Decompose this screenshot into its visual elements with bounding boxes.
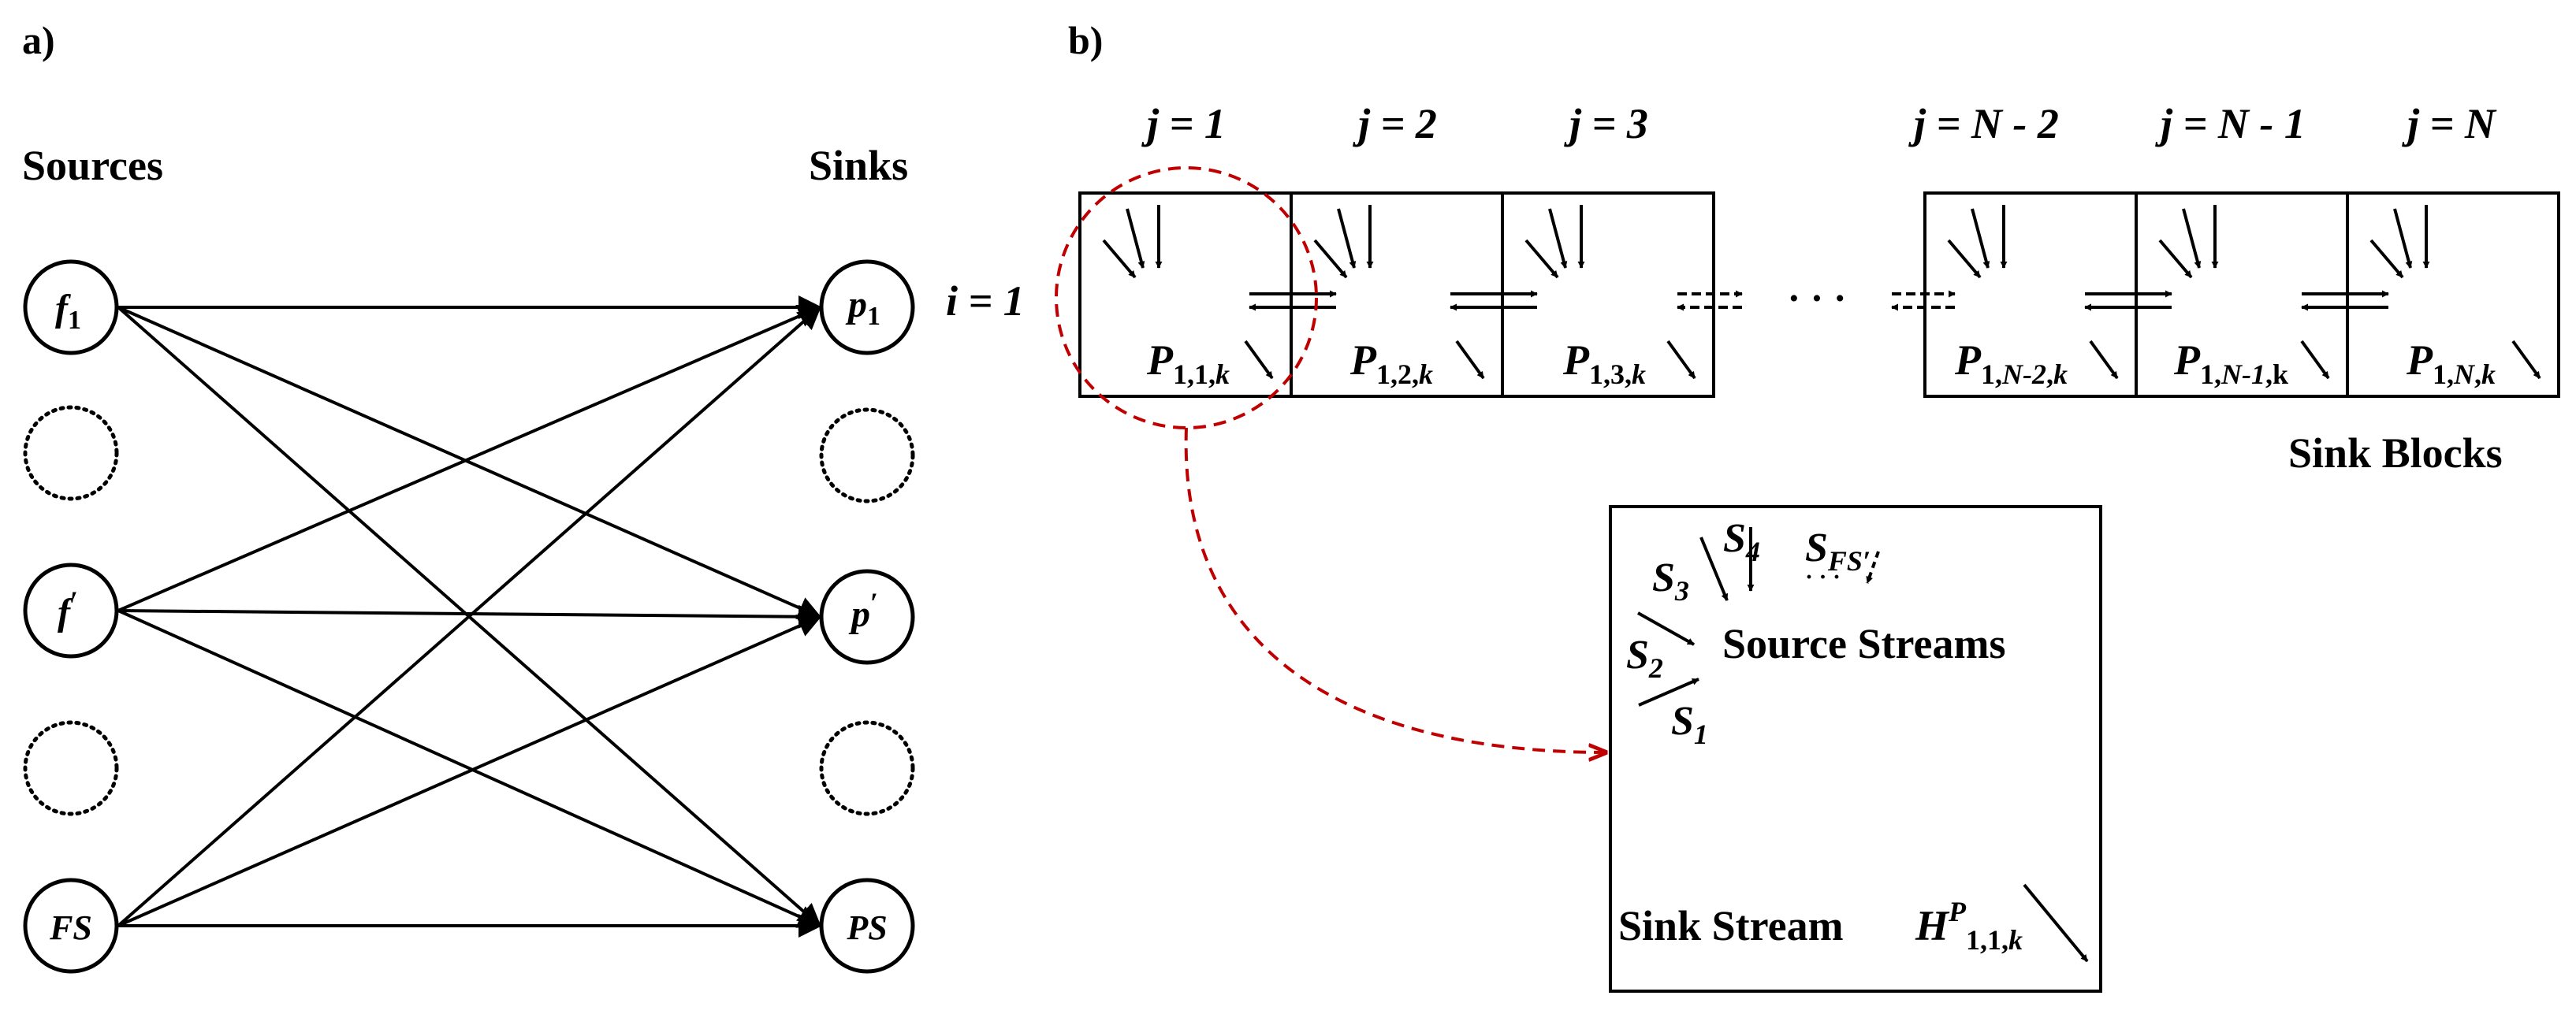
source-label-s4: S4 — [1723, 516, 1760, 567]
exchange-arrows — [1249, 290, 2389, 311]
edge-fprime-ps — [117, 609, 822, 928]
incoming-stream-arrow — [1313, 239, 1348, 279]
edge-fprime-p1 — [117, 304, 822, 612]
column-header: j = 3 — [1563, 100, 1648, 147]
svg-text:FS: FS — [49, 908, 92, 947]
source-node-fs: FS — [23, 878, 119, 974]
block-stream-arrows — [1102, 205, 2430, 279]
sink-node-pprime: p′ — [819, 569, 915, 665]
outgoing-sink-arrow — [2300, 340, 2330, 380]
sinks-heading: Sinks — [809, 142, 908, 189]
edge-f1-pprime — [117, 306, 822, 619]
bipartite-edges — [117, 295, 822, 938]
outgoing-sink-arrow — [1244, 340, 1274, 380]
block-p-label: P1,N,k — [2406, 336, 2496, 390]
block-p-labels: P1,1,k P1,2,k P1,3,k P1,N-2,k P1,N-1,k P… — [1146, 336, 2496, 390]
sink-stream-label: Sink Stream — [1618, 902, 1844, 949]
block-p-label: P1,2,k — [1349, 336, 1433, 390]
block-p-label: P1,N-1,k — [2173, 336, 2288, 390]
svg-text:p′: p′ — [848, 587, 878, 635]
edge-fprime-pprime — [117, 604, 822, 629]
block-sink-arrows — [1244, 340, 2541, 380]
outgoing-sink-arrow — [1666, 340, 1696, 380]
panel-a: a) Sources Sinks f1 f′ — [22, 18, 915, 974]
outgoing-sink-arrow — [2511, 340, 2541, 380]
sink-stream-symbol: HP1,1,k — [1915, 896, 2023, 956]
source-node-placeholder — [23, 405, 119, 501]
outgoing-sink-arrow — [1455, 340, 1485, 380]
incoming-stream-arrow — [1548, 208, 1568, 269]
svg-text:p1: p1 — [845, 284, 880, 331]
source-streams-label: Source Streams — [1722, 620, 2005, 667]
incoming-stream-arrow — [1524, 239, 1559, 279]
ellipsis: · · · — [1787, 276, 1846, 320]
incoming-stream-arrow — [1126, 208, 1145, 269]
svg-text:f′: f′ — [58, 585, 78, 633]
highlight-circle — [1055, 166, 1318, 429]
incoming-stream-arrow — [2158, 239, 2193, 279]
incoming-stream-arrow — [1947, 239, 1982, 279]
outgoing-sink-arrow — [2089, 340, 2119, 380]
row-label: i = 1 — [946, 277, 1025, 325]
sources-heading: Sources — [22, 142, 163, 189]
source-label-s2: S2 — [1626, 633, 1663, 684]
incoming-stream-arrow — [1102, 239, 1137, 279]
zoom-connector — [1184, 427, 1606, 752]
block-p-label: P1,N-2,k — [1954, 336, 2068, 390]
column-header: j = N - 2 — [1908, 100, 2059, 147]
incoming-stream-arrow — [2393, 208, 2413, 269]
incoming-stream-arrow — [1971, 208, 1990, 269]
zoom-highlight — [1055, 166, 1606, 752]
incoming-stream-arrow — [2182, 208, 2202, 269]
sink-blocks-label: Sink Blocks — [2288, 429, 2503, 477]
block-p-label: P1,3,k — [1562, 336, 1646, 390]
sink-nodes: p1 p′ PS — [819, 259, 915, 974]
source-node-f1: f1 — [23, 259, 119, 355]
panel-b-label: b) — [1068, 18, 1103, 62]
block-p-label: P1,1,k — [1146, 336, 1230, 390]
column-header: j = 2 — [1352, 100, 1437, 147]
svg-text:f1: f1 — [55, 288, 81, 335]
column-headers: j = 1 j = 2 j = 3 j = N - 2 j = N - 1 j … — [1141, 100, 2497, 147]
source-label-s3: S3 — [1652, 555, 1689, 607]
column-header: j = 1 — [1141, 100, 1226, 147]
incoming-stream-arrow — [1337, 208, 1357, 269]
panel-a-label: a) — [22, 18, 55, 62]
column-header: j = N — [2401, 100, 2497, 147]
incoming-stream-arrow — [2369, 239, 2404, 279]
source-node-fprime: f′ — [23, 563, 119, 659]
sink-node-placeholder — [819, 407, 915, 503]
sink-node-ps: PS — [819, 878, 915, 974]
sink-stream-arrow — [2023, 883, 2089, 963]
column-header: j = N - 1 — [2154, 100, 2306, 147]
source-ellipsis: · · · — [1805, 564, 1841, 590]
source-node-placeholder — [23, 720, 119, 816]
source-stream-arrows — [1637, 527, 1880, 707]
source-label-s1: S1 — [1671, 699, 1708, 750]
edge-fs-p1 — [117, 306, 822, 927]
edge-fs-pprime — [117, 615, 822, 927]
svg-text:PS: PS — [846, 908, 887, 947]
detail-box: S4 S3 S2 S1 SFS′ · · · Source Streams Si… — [1609, 505, 2102, 993]
sink-node-placeholder — [819, 720, 915, 816]
sink-node-p1: p1 — [819, 259, 915, 355]
source-nodes: f1 f′ FS — [23, 259, 119, 974]
panel-b: b) j = 1 j = 2 j = 3 j = N - 2 j = N - 1… — [946, 18, 2560, 993]
source-label-sfs: SFS′ — [1805, 526, 1871, 577]
